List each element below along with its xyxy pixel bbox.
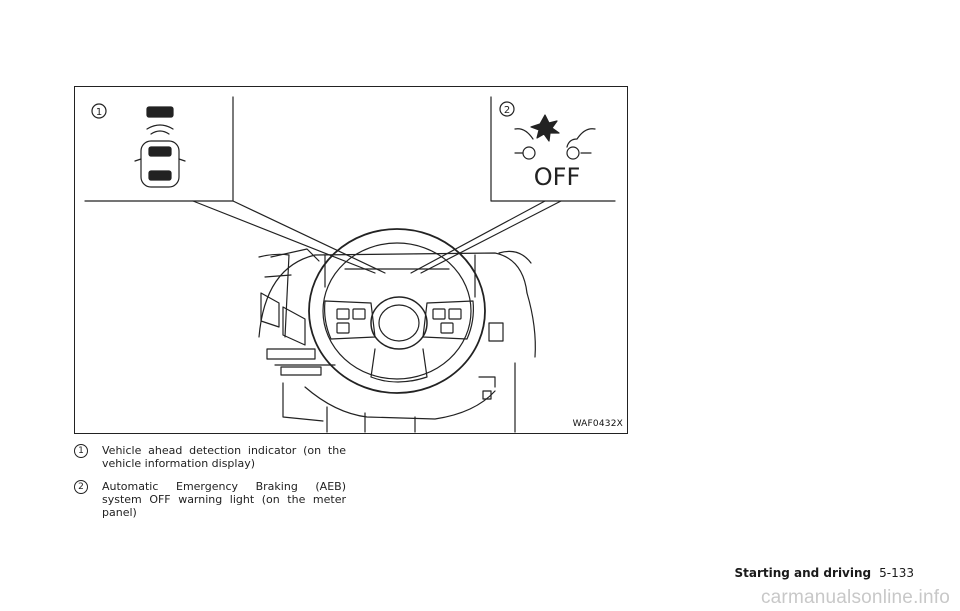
page-footer: Starting and driving 5-133 [734,566,914,580]
legend-text-1: Vehicle ahead detection indicator (on th… [102,444,346,470]
callout-1-number-circle [91,103,107,119]
aeb-off-label: OFF [534,163,581,191]
aeb-off-warning-icon: OFF [514,114,596,191]
vehicle-ahead-detection-icon [134,106,186,188]
footer-section-title: Starting and driving [734,566,872,580]
legend-item-1: 1 Vehicle ahead detection indicator (on … [74,444,346,470]
dashboard-drawing [258,228,536,433]
callout-2-number-circle [499,101,515,117]
callout-1-number: 1 [96,107,102,118]
leader-line-2 [410,200,546,274]
callout-2-number: 2 [504,105,510,116]
legend-item-2: 2 Automatic Emergency Braking (AEB) syst… [74,480,346,519]
callout-2-panel: 2 OFF [490,96,616,202]
figure-illustration: 1 2 [74,86,628,434]
footer-page-number: 5-133 [879,566,914,580]
watermark: carmanualsonline.info [760,587,950,608]
legend-number-2: 2 [74,480,88,494]
callout-1-panel: 1 [84,96,234,202]
figure-code: WAF0432X [572,419,623,429]
figure-legend: 1 Vehicle ahead detection indicator (on … [74,444,346,529]
legend-number-1: 1 [74,444,88,458]
legend-text-2: Automatic Emergency Braking (AEB) system… [102,480,346,519]
dashboard-illustration: 1 2 [84,96,616,433]
leader-line-1 [192,200,376,274]
